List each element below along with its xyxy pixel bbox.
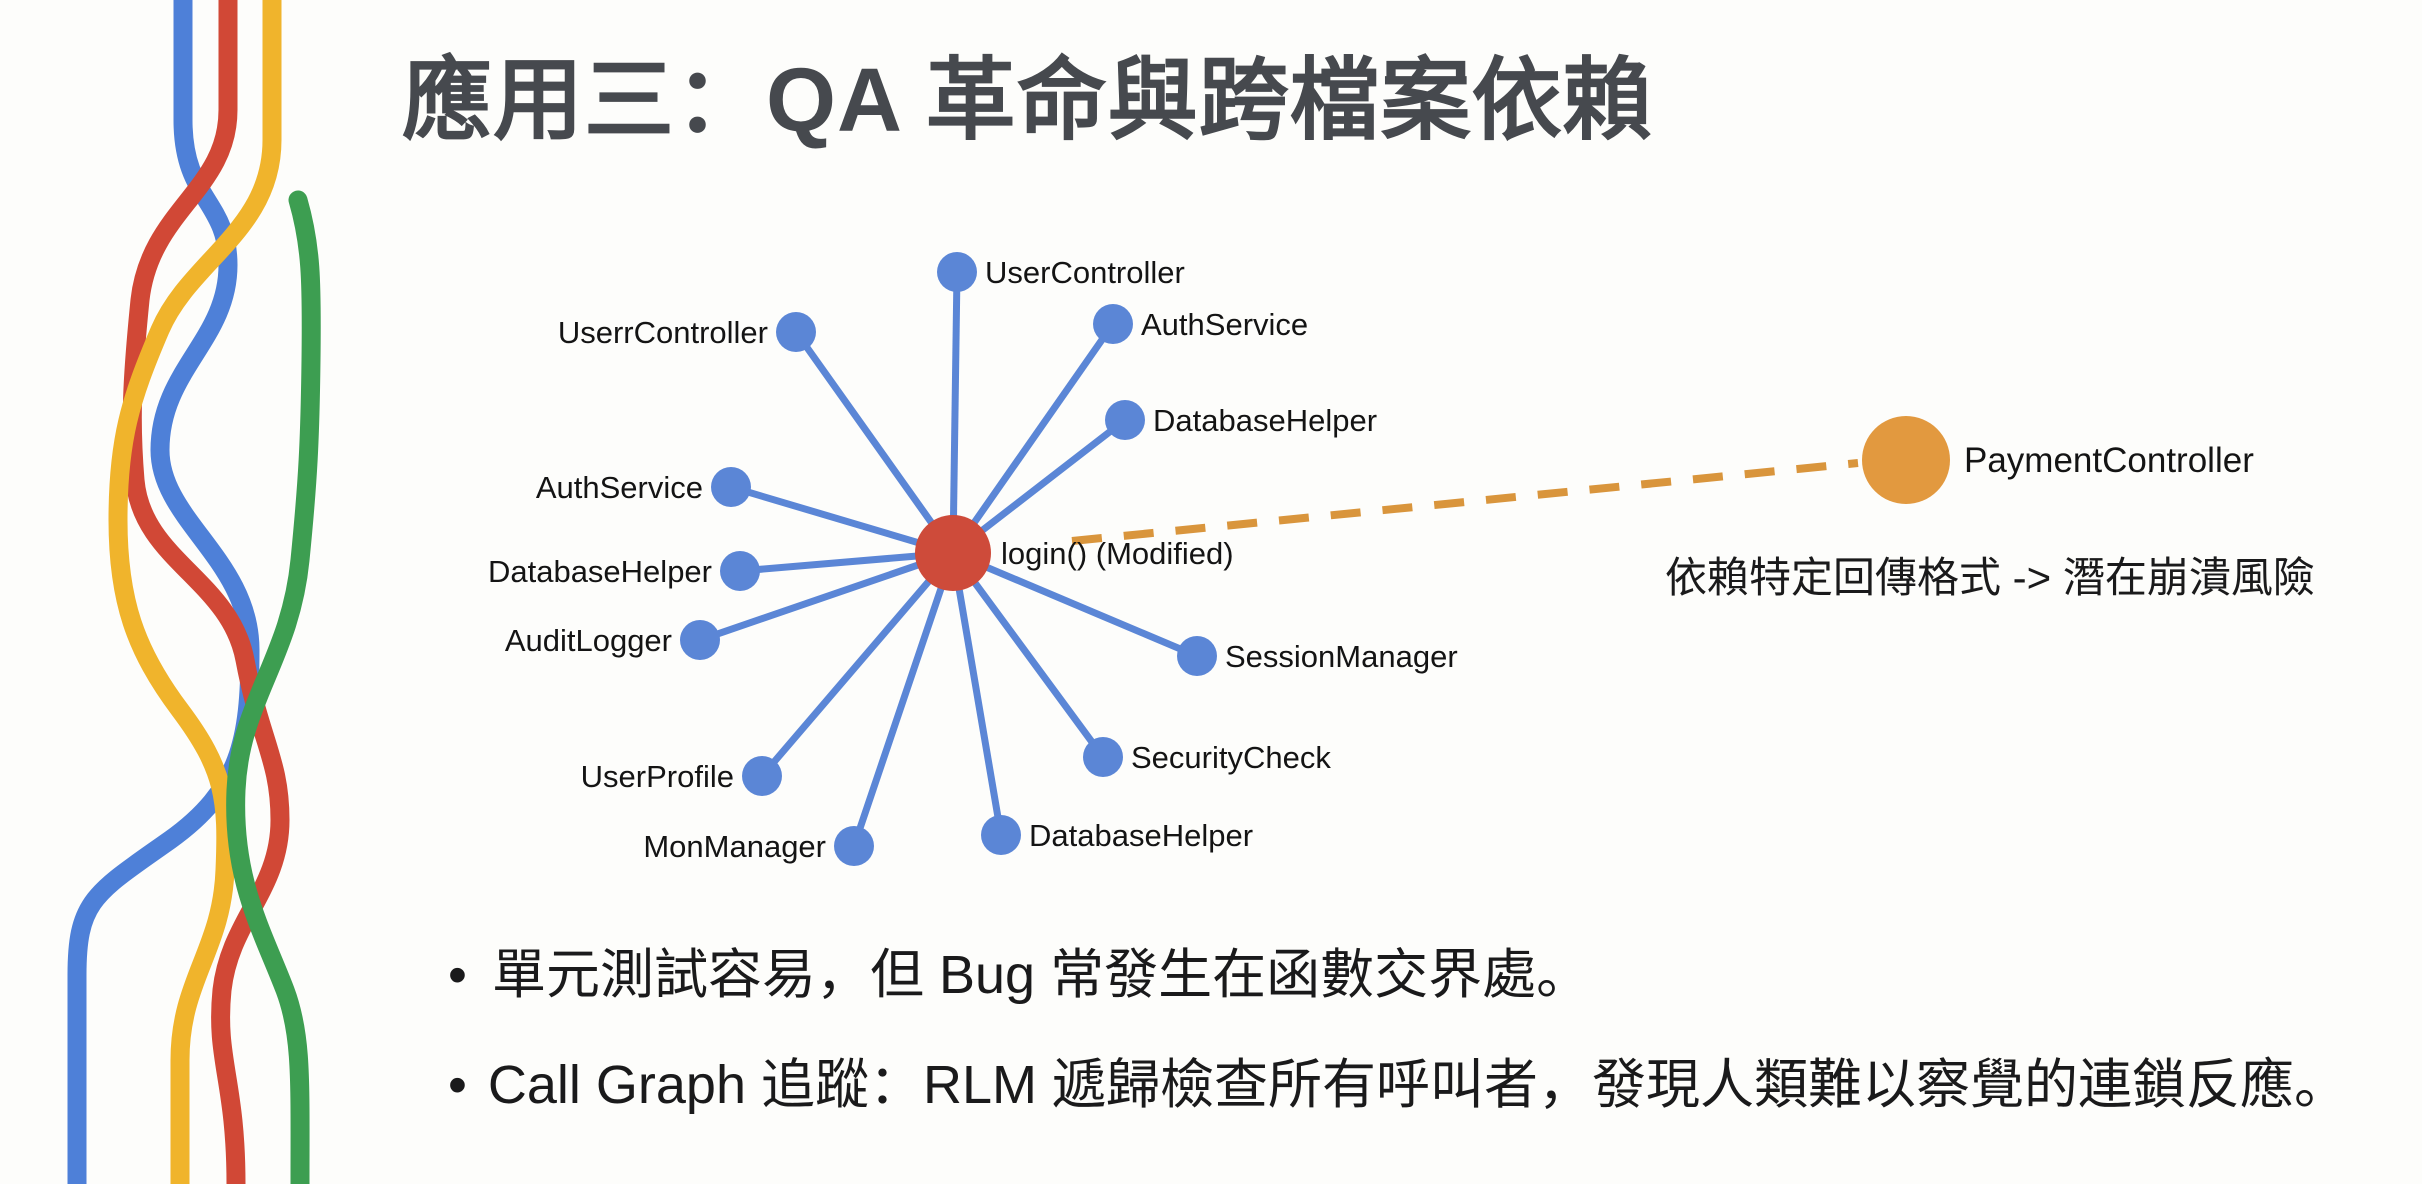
caller-node — [1105, 400, 1145, 440]
caller-node — [937, 252, 977, 292]
caller-label: DatabaseHelper — [1153, 403, 1377, 438]
call-edge — [950, 550, 1106, 760]
braid-strand-yellow — [108, 0, 282, 1184]
caller-label: MonManager — [643, 829, 826, 864]
call-edge — [850, 551, 957, 848]
bullet-dot: • — [448, 945, 467, 1005]
call-edge — [793, 329, 956, 556]
caller-node — [680, 620, 720, 660]
caller-label: SecurityCheck — [1131, 740, 1331, 775]
caller-node — [834, 826, 874, 866]
call-edge — [951, 549, 1199, 660]
call-edge — [950, 321, 1116, 556]
page-title: 應用三：QA 革命與跨檔案依賴 — [402, 51, 1654, 151]
braid-strand-green — [226, 190, 321, 1184]
modified-function-node — [915, 515, 991, 591]
dependency-label: PaymentController — [1964, 441, 2254, 480]
call-edge — [949, 271, 961, 554]
caller-label: DatabaseHelper — [1029, 818, 1253, 853]
dependency-caption: 依賴特定回傳格式 -> 潛在崩潰風險 — [1665, 554, 2315, 601]
dependency-edge-dashed — [1071, 459, 1859, 545]
caller-label: AuthService — [1141, 307, 1308, 342]
braid-strand-red — [122, 0, 290, 1184]
bullet-dot: • — [448, 1055, 467, 1115]
dependency-node — [1862, 416, 1950, 504]
bullet-item: • Call Graph 追蹤：RLM 遞歸檢查所有呼叫者，發現人類難以察覺的連… — [448, 1058, 2348, 1132]
bullet-text: 單元測試容易，但 Bug 常發生在函數交界處。 — [492, 945, 1591, 1005]
caller-node — [776, 312, 816, 352]
caller-label: SessionManager — [1225, 639, 1458, 674]
modified-function-label: login() (Modified) — [1001, 536, 1234, 571]
caller-node — [711, 467, 751, 507]
caller-label: AuditLogger — [505, 623, 672, 658]
caller-label: UserController — [985, 255, 1185, 290]
call-edge — [759, 550, 956, 779]
call-edge — [698, 549, 955, 644]
caller-node — [981, 815, 1021, 855]
caller-label: AuthService — [536, 470, 703, 505]
bullet-item: • 單元測試容易，但 Bug 常發生在函數交界處。 — [448, 948, 2348, 1022]
call-edge — [730, 483, 954, 557]
caller-label: DatabaseHelper — [488, 554, 712, 589]
caller-node — [1177, 636, 1217, 676]
caller-node — [1083, 737, 1123, 777]
bullet-text: Call Graph 追蹤：RLM 遞歸檢查所有呼叫者，發現人類難以察覺的連鎖反… — [487, 1055, 2348, 1115]
caller-node — [742, 756, 782, 796]
caller-label: UserProfile — [581, 759, 734, 794]
caller-label: UserrController — [558, 315, 768, 350]
call-edge — [949, 552, 1005, 836]
caller-node — [720, 551, 760, 591]
decorative-braid — [67, 0, 321, 1184]
caller-node — [1093, 304, 1133, 344]
bullet-list: • 單元測試容易，但 Bug 常發生在函數交界處。 • Call Graph 追… — [448, 948, 2348, 1168]
